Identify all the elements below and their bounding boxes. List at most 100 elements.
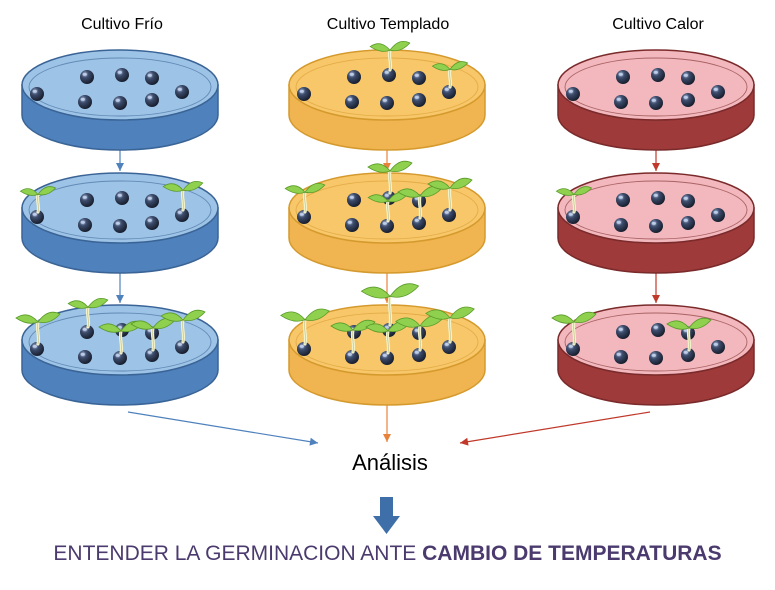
seed-icon xyxy=(78,350,92,364)
sprout-icon xyxy=(555,186,593,214)
sprout-icon xyxy=(397,185,443,220)
seed-icon xyxy=(297,87,311,101)
seed-icon xyxy=(113,219,127,233)
seed-icon xyxy=(412,348,426,362)
sprout-icon xyxy=(551,311,597,346)
seed-icon xyxy=(566,210,580,224)
column-title-frio: Cultivo Frío xyxy=(81,16,163,33)
petri-dish-frio-2 xyxy=(19,172,219,274)
arrow-frio-to-analysis xyxy=(127,411,319,446)
petri-dish-templado-3 xyxy=(280,283,486,406)
seed-icon xyxy=(175,340,189,354)
sprout-icon xyxy=(284,183,326,214)
arrow-calor-to-analysis xyxy=(459,411,651,446)
petri-dish-calor-3 xyxy=(551,304,755,406)
seed-icon xyxy=(651,68,665,82)
arrow-calor-2 xyxy=(652,271,660,303)
seed-icon xyxy=(347,193,361,207)
seed-icon xyxy=(681,348,695,362)
seed-icon xyxy=(347,70,361,84)
seed-icon xyxy=(681,93,695,107)
seed-icon xyxy=(649,219,663,233)
seed-icon xyxy=(80,193,94,207)
seed-icon xyxy=(614,350,628,364)
seed-icon xyxy=(412,93,426,107)
seed-icon xyxy=(711,340,725,354)
seed-icon xyxy=(297,210,311,224)
seed-icon xyxy=(616,193,630,207)
sprout-icon xyxy=(427,177,473,212)
seed-icon xyxy=(442,85,456,99)
seed-icon xyxy=(345,218,359,232)
seed-icon xyxy=(681,216,695,230)
seed-icon xyxy=(380,96,394,110)
sprout-icon xyxy=(15,311,61,346)
sprout-icon xyxy=(330,319,376,354)
seed-icon xyxy=(380,219,394,233)
seed-icon xyxy=(345,95,359,109)
seed-icon xyxy=(30,342,44,356)
seed-icon xyxy=(412,216,426,230)
seed-icon xyxy=(78,95,92,109)
seed-icon xyxy=(442,208,456,222)
sprout-icon xyxy=(367,160,413,195)
seed-icon xyxy=(297,342,311,356)
seed-icon xyxy=(566,342,580,356)
petri-dish-calor-1 xyxy=(557,49,755,151)
seed-icon xyxy=(681,71,695,85)
flow-arrows xyxy=(116,148,660,446)
seed-icon xyxy=(616,70,630,84)
analysis-label: Análisis xyxy=(352,450,428,475)
petri-dishes xyxy=(15,41,755,406)
seed-icon xyxy=(175,208,189,222)
conclusion-emphasis: CAMBIO DE TEMPERATURAS xyxy=(422,542,722,565)
seed-icon xyxy=(145,71,159,85)
seed-icon xyxy=(145,216,159,230)
arrow-templado-1 xyxy=(383,148,391,171)
arrow-frio-1 xyxy=(116,148,124,171)
seed-icon xyxy=(175,85,189,99)
petri-dish-templado-2 xyxy=(284,160,486,274)
sprout-icon xyxy=(360,283,420,327)
arrow-frio-2 xyxy=(116,271,124,303)
petri-dish-frio-3 xyxy=(15,298,219,406)
conclusion-prefix: ENTENDER LA GERMINACION ANTE xyxy=(53,542,423,565)
seed-icon xyxy=(681,194,695,208)
seed-icon xyxy=(649,96,663,110)
seed-icon xyxy=(30,87,44,101)
seed-icon xyxy=(412,71,426,85)
seed-icon xyxy=(115,191,129,205)
sprout-icon xyxy=(160,309,206,344)
seed-icon xyxy=(711,208,725,222)
seed-icon xyxy=(380,351,394,365)
sprout-icon xyxy=(130,317,176,352)
sprout-icon xyxy=(67,298,109,329)
column-title-calor: Cultivo Calor xyxy=(612,16,704,33)
seed-icon xyxy=(115,68,129,82)
seed-icon xyxy=(113,351,127,365)
seed-icon xyxy=(651,191,665,205)
sprout-icon xyxy=(431,61,469,89)
seed-icon xyxy=(382,68,396,82)
arrow-templado-to-analysis xyxy=(383,405,391,442)
seed-icon xyxy=(442,340,456,354)
seed-icon xyxy=(566,87,580,101)
seed-icon xyxy=(113,96,127,110)
sprout-icon xyxy=(19,186,57,214)
sprout-icon xyxy=(369,41,411,72)
seed-icon xyxy=(145,194,159,208)
petri-dish-templado-1 xyxy=(288,41,486,151)
seed-icon xyxy=(80,70,94,84)
seed-icon xyxy=(616,325,630,339)
column-title-templado: Cultivo Templado xyxy=(326,16,450,33)
seed-icon xyxy=(80,325,94,339)
down-arrow-icon xyxy=(373,497,400,534)
seed-icon xyxy=(145,93,159,107)
arrow-calor-1 xyxy=(652,148,660,171)
sprout-icon xyxy=(162,181,204,212)
sprout-icon xyxy=(666,317,712,352)
seed-icon xyxy=(345,350,359,364)
sprout-icon xyxy=(425,306,475,344)
sprout-icon xyxy=(280,308,330,346)
